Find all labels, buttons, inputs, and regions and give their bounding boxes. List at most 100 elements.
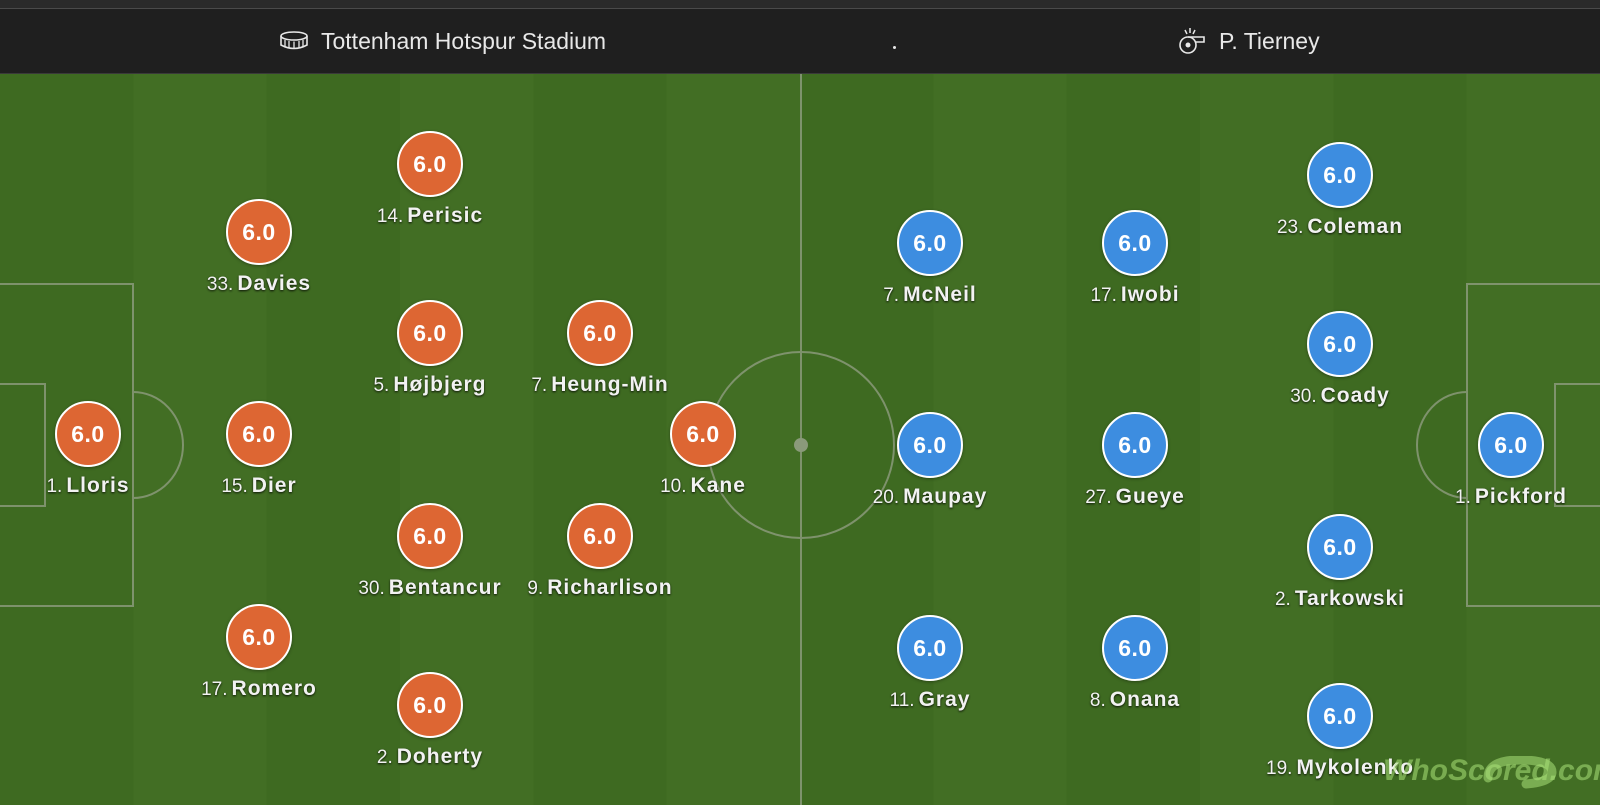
player-number: 30. [1290,386,1317,407]
player-name: Romero [231,677,317,700]
player-name: Dier [251,474,297,497]
player-name: Iwobi [1120,283,1180,306]
rating-badge: 6.0 [397,672,463,738]
rating-badge: 6.0 [1307,683,1373,749]
rating-badge: 6.0 [1307,514,1373,580]
player-number: 5. [373,375,390,396]
player-name: Doherty [396,745,484,768]
player-name: Onana [1109,688,1181,711]
rating-badge: 6.0 [897,412,963,478]
player-away-20[interactable]: 6.0 20.Maupay [840,412,1020,509]
player-home-14[interactable]: 6.0 14.Perisic [340,131,520,228]
match-info-header: Tottenham Hotspur Stadium P. Tierney [0,9,1600,74]
pitch-markings [0,74,1600,805]
rating-badge: 6.0 [397,300,463,366]
player-name: Davies [237,272,312,295]
whoscored-logo-icon [1483,756,1557,789]
player-home-15[interactable]: 6.0 15.Dier [169,401,349,498]
player-number: 33. [206,274,234,295]
player-name: Gray [918,688,971,711]
rating-badge: 6.0 [226,401,292,467]
player-away-1[interactable]: 6.0 1.Pickford [1421,412,1600,509]
player-number: 14. [376,206,404,227]
player-home-9[interactable]: 6.0 9.Richarlison [510,503,690,600]
player-name: Bentancur [388,576,502,599]
rating-badge: 6.0 [55,401,121,467]
rating-badge: 6.0 [397,131,463,197]
player-away-2[interactable]: 6.0 2.Tarkowski [1250,514,1430,611]
player-home-30[interactable]: 6.0 30.Bentancur [340,503,520,600]
player-number: 7. [883,285,900,306]
player-away-30[interactable]: 6.0 30.Coady [1250,311,1430,408]
rating-badge: 6.0 [897,615,963,681]
player-number: 17. [201,679,228,700]
player-name: Gueye [1115,485,1185,508]
rating-badge: 6.0 [226,199,292,265]
player-home-33[interactable]: 6.0 33.Davies [169,199,349,296]
player-number: 2. [376,747,393,768]
rating-badge: 6.0 [1478,412,1544,478]
rating-badge: 6.0 [567,300,633,366]
rating-badge: 6.0 [567,503,633,569]
rating-badge: 6.0 [1307,142,1373,208]
player-name: McNeil [903,283,977,306]
player-away-8[interactable]: 6.0 8.Onana [1045,615,1225,712]
player-home-1[interactable]: 6.0 1.Lloris [0,401,178,498]
player-name: Richarlison [547,576,673,599]
player-number: 23. [1276,217,1304,238]
player-name: Kane [690,474,746,497]
player-name: Lloris [66,474,130,497]
player-name: Perisic [407,204,484,227]
player-number: 1. [1455,487,1471,508]
rating-badge: 6.0 [1307,311,1373,377]
referee-info: P. Tierney [1177,9,1320,73]
rating-badge: 6.0 [397,503,463,569]
player-name: Coleman [1307,215,1404,238]
player-away-11[interactable]: 6.0 11.Gray [840,615,1020,712]
player-number: 19. [1266,758,1293,779]
rating-badge: 6.0 [226,604,292,670]
player-away-19[interactable]: 6.0 19.Mykolenko [1250,683,1430,780]
player-number: 30. [358,578,385,599]
rating-badge: 6.0 [1102,412,1168,478]
player-number: 11. [889,690,915,711]
player-number: 20. [872,487,900,508]
player-name: Pickford [1474,485,1567,508]
player-home-7[interactable]: 6.0 7.Heung-Min [510,300,690,397]
player-home-17[interactable]: 6.0 17.Romero [169,604,349,701]
player-away-23[interactable]: 6.0 23.Coleman [1250,142,1430,239]
player-name: Coady [1320,384,1390,407]
player-number: 27. [1085,487,1112,508]
player-name: Heung-Min [551,373,669,396]
header-separator [893,46,896,49]
venue-info: Tottenham Hotspur Stadium [279,9,606,73]
player-home-10[interactable]: 6.0 10.Kane [613,401,793,498]
player-away-7[interactable]: 6.0 7.McNeil [840,210,1020,307]
player-number: 1. [46,476,63,497]
rating-badge: 6.0 [1102,615,1168,681]
pitch: 6.0 1.Lloris 6.0 33.Davies 6.0 15.Dier 6… [0,74,1600,805]
player-name: Maupay [903,485,988,508]
stadium-icon [280,31,308,50]
player-home-5[interactable]: 6.0 5.Højbjerg [340,300,520,397]
top-divider [0,0,1600,9]
player-number: 2. [1274,589,1291,610]
player-number: 9. [527,578,544,599]
rating-badge: 6.0 [670,401,736,467]
player-away-17[interactable]: 6.0 17.Iwobi [1045,210,1225,307]
player-away-27[interactable]: 6.0 27.Gueye [1045,412,1225,509]
referee-name: P. Tierney [1219,27,1320,54]
player-number: 15. [221,476,248,497]
whoscored-watermark: WhoScored.com [1383,754,1600,787]
player-number: 7. [531,375,548,396]
player-number: 10. [660,476,687,497]
player-name: Mykolenko [1296,756,1414,779]
player-name: Højbjerg [393,373,487,396]
whistle-icon [1179,28,1205,54]
player-home-2[interactable]: 6.0 2.Doherty [340,672,520,769]
rating-badge: 6.0 [1102,210,1168,276]
rating-badge: 6.0 [897,210,963,276]
player-number: 17. [1090,285,1117,306]
venue-name: Tottenham Hotspur Stadium [321,27,607,54]
player-name: Tarkowski [1294,587,1405,610]
